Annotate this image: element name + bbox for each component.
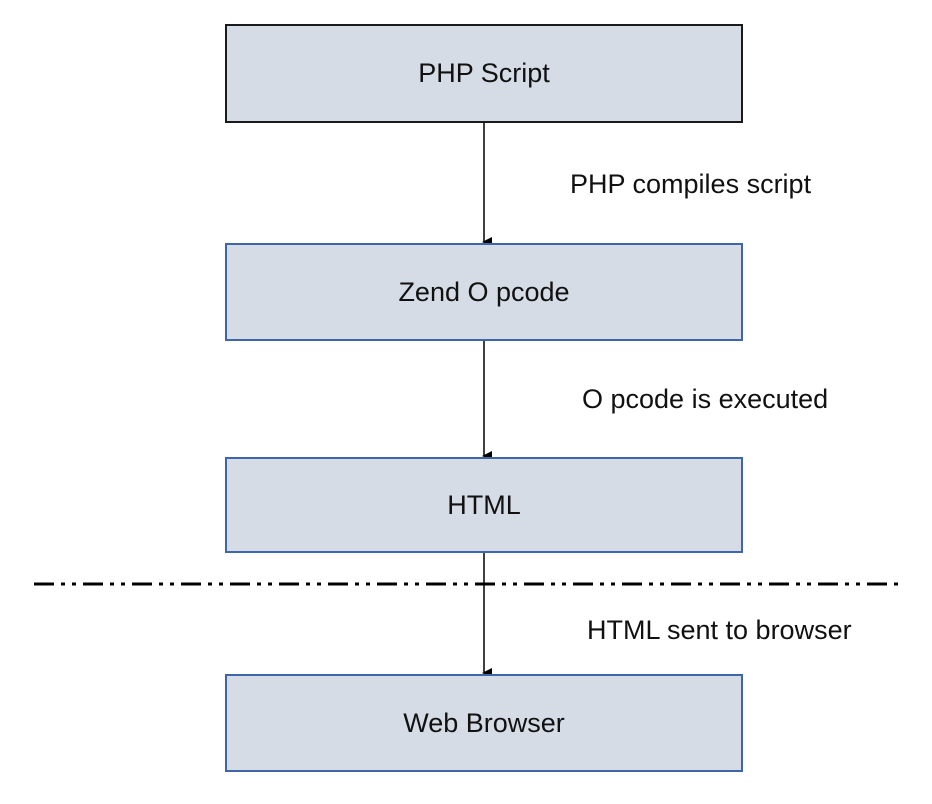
send-step-label: HTML sent to browser — [587, 615, 852, 645]
web-browser-label: Web Browser — [403, 707, 565, 738]
web-browser-box: Web Browser — [225, 674, 743, 772]
zend-opcode-label: Zend O pcode — [398, 276, 570, 307]
php-script-box: PHP Script — [225, 24, 743, 123]
execute-step-label: O pcode is executed — [582, 384, 829, 414]
html-label: HTML — [447, 489, 521, 520]
html-box: HTML — [225, 457, 743, 553]
compile-step-label: PHP compiles script — [570, 169, 812, 199]
php-script-label: PHP Script — [418, 58, 550, 88]
zend-opcode-box: Zend O pcode — [225, 243, 743, 341]
